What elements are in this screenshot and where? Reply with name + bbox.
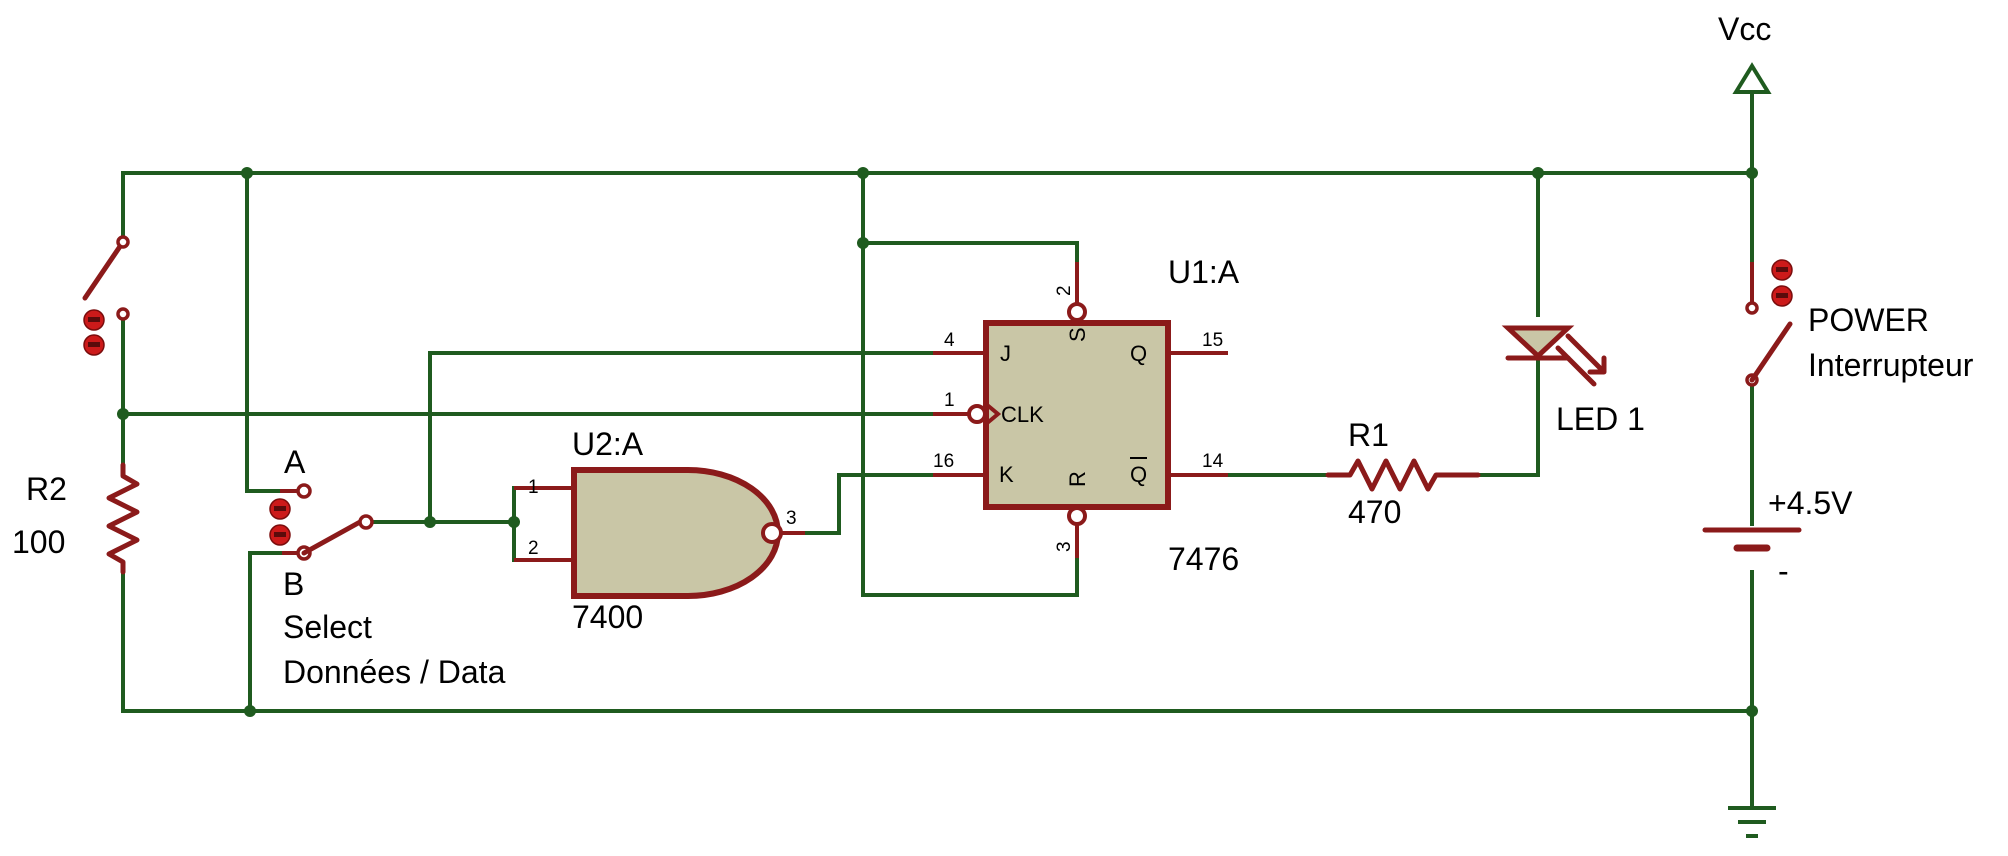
switch-terminal (1745, 301, 1759, 315)
pin-q-name: Q (1130, 341, 1147, 366)
vcc-label: Vcc (1718, 11, 1771, 47)
junction-node (857, 167, 869, 179)
r2-value-label: 100 (12, 524, 65, 560)
resistor-r2: R2 100 (12, 462, 140, 575)
switch-marker-icon (269, 498, 291, 520)
wire-nand-to-k (803, 473, 935, 535)
switch-marker-icon (83, 309, 105, 331)
pin-q-number: 15 (1202, 330, 1223, 351)
pin-qbar-name: Q (1130, 462, 1147, 487)
nand-pin1-label: 1 (528, 477, 539, 498)
nand-pin3-label: 3 (786, 508, 797, 529)
wire-j-feed (428, 351, 935, 524)
pin-s-number: 2 (1054, 285, 1075, 296)
nand-pin2-label: 2 (528, 538, 539, 559)
r2-name-label: R2 (26, 471, 67, 507)
pin-s-name: S (1065, 327, 1090, 342)
battery-minus-label: - (1778, 553, 1789, 589)
wire-switch-b-feed (248, 551, 284, 713)
led-triangle-icon (1501, 325, 1575, 360)
junction-node (857, 237, 869, 249)
nand-output-bubble (761, 522, 783, 544)
junction-node (241, 167, 253, 179)
select-data-label: Données / Data (283, 654, 506, 690)
ground-icon (1728, 806, 1776, 838)
led-label: LED 1 (1556, 401, 1645, 437)
switch-marker-icon (1771, 259, 1793, 281)
resistor-r1: R1 470 (1325, 417, 1481, 530)
pin-qbar-number: 14 (1202, 451, 1224, 472)
resistor-r2-zigzag (106, 462, 140, 575)
select-label: Select (283, 609, 372, 645)
power-switch-lever (1749, 321, 1793, 383)
resistor-r1-zigzag (1325, 458, 1481, 492)
junctions (117, 167, 1758, 717)
power-switch-label: Interrupteur (1808, 347, 1974, 383)
junction-node (244, 705, 256, 717)
pin-clk-number: 1 (944, 390, 955, 411)
switch-b-label: B (283, 566, 304, 602)
battery: +4.5V - (1702, 485, 1853, 589)
u2-part-label: 7400 (572, 599, 643, 635)
pin-clk-name: CLK (1001, 402, 1044, 427)
r1-value-label: 470 (1348, 494, 1401, 530)
u1-part-label: 7476 (1168, 541, 1239, 577)
r1-name-label: R1 (1348, 417, 1389, 453)
led-emission-arrow-icon (1565, 333, 1607, 375)
switch-marker-icon (269, 524, 291, 546)
led-1: LED 1 (1501, 325, 1645, 437)
switch-terminal-a (296, 483, 312, 499)
select-switch-lever (301, 519, 363, 556)
junction-node (424, 516, 436, 528)
vcc-arrow-icon (1732, 62, 1772, 94)
junction-node (508, 516, 520, 528)
pin-k-name: K (999, 462, 1014, 487)
battery-voltage-label: +4.5V (1768, 485, 1853, 521)
wire-switch-a-feed (245, 171, 282, 493)
select-switch: A B Select Données / Data (269, 444, 506, 690)
wire-s-feed (861, 171, 1079, 597)
power-switch: POWER Interrupteur (1745, 259, 1974, 387)
switch-terminal (116, 307, 130, 321)
pin-j-number: 4 (944, 330, 955, 351)
pin-r-name: R (1065, 471, 1090, 487)
nand-gate-u2: 1 2 3 U2:A 7400 (514, 426, 805, 635)
wire-s-top (861, 241, 1079, 264)
flipflop-body (983, 320, 1171, 510)
clk-bubble (967, 404, 987, 424)
wires (121, 90, 1754, 810)
junction-node (1532, 167, 1544, 179)
power-label: POWER (1808, 302, 1929, 338)
switch-terminal (116, 235, 130, 249)
pin-k-number: 16 (933, 451, 954, 472)
junction-node (1746, 167, 1758, 179)
switch-terminal-common (358, 514, 374, 530)
vcc-symbol: Vcc (1718, 11, 1772, 94)
left-switch (82, 235, 130, 356)
u2-name-label: U2:A (572, 426, 644, 462)
nand-gate-body (571, 467, 781, 599)
switch-marker-icon (83, 334, 105, 356)
pin-r-number: 3 (1054, 541, 1075, 552)
switch-a-label: A (284, 444, 306, 480)
r-bubble (1067, 506, 1087, 526)
led-emission-arrow-icon (1555, 345, 1597, 387)
u1-name-label: U1:A (1168, 254, 1240, 290)
pin-j-name: J (1000, 341, 1011, 366)
junction-node (1746, 705, 1758, 717)
s-bubble (1067, 302, 1087, 322)
switch-marker-icon (1771, 285, 1793, 307)
junction-node (117, 408, 129, 420)
wire-r1-led (1476, 358, 1540, 477)
left-switch-lever (82, 239, 126, 301)
jk-flipflop-u1: 4 1 16 15 14 2 3 J CLK K Q Q S R U1:A 74… (933, 254, 1240, 577)
clk-triangle-icon (984, 402, 1002, 426)
